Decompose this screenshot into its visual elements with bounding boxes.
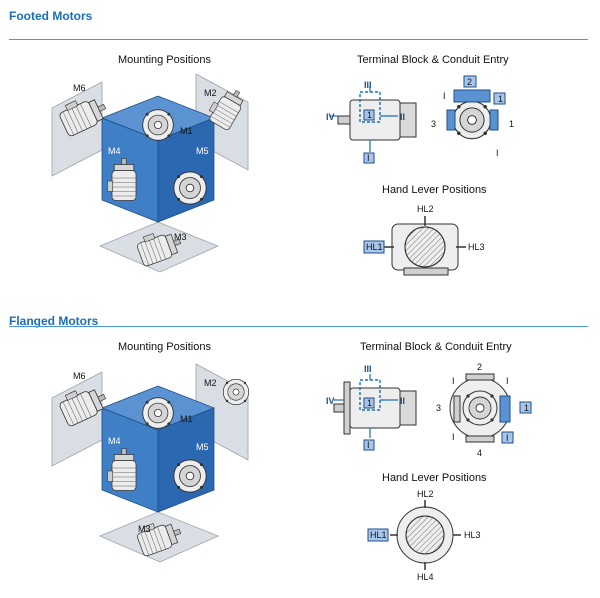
tag-one-right: 1 xyxy=(524,403,529,413)
footed-mounting-diagram: M6 M2 M1 M4 M5 M3 xyxy=(51,73,249,273)
flanged-lever-diagram: HL1 HL2 HL3 HL4 xyxy=(367,489,481,582)
label-m3: M3 xyxy=(174,232,187,242)
label-m6: M6 xyxy=(73,371,86,381)
motor-m2-icon xyxy=(222,378,250,406)
label-m1: M1 xyxy=(180,414,193,424)
footed-terminal-diagram: III IV II 1 I 2 1 3 1 I I xyxy=(326,75,514,164)
section-divider xyxy=(9,326,588,327)
mounting-heading: Mounting Positions xyxy=(118,341,211,353)
terminal-front-motor-icon xyxy=(462,390,498,426)
label-four: 4 xyxy=(477,448,482,458)
section-divider xyxy=(9,39,588,40)
label-hl2: HL2 xyxy=(417,204,434,214)
label-i-top: I xyxy=(452,376,455,386)
section-title-footed: Footed Motors xyxy=(9,9,93,23)
label-i-bottom: I xyxy=(452,432,455,442)
label-hl1: HL1 xyxy=(370,530,387,540)
label-m4: M4 xyxy=(108,436,121,446)
tag-i: I xyxy=(367,440,370,450)
label-three: 3 xyxy=(431,119,436,129)
label-m5: M5 xyxy=(196,442,209,452)
label-m5: M5 xyxy=(196,146,209,156)
label-iii: III xyxy=(364,364,372,374)
label-m3: M3 xyxy=(138,524,151,534)
label-ii: II xyxy=(400,112,405,122)
label-hl3: HL3 xyxy=(468,242,485,252)
label-m6: M6 xyxy=(73,83,86,93)
terminal-front-motor-icon xyxy=(452,100,492,140)
label-hl2: HL2 xyxy=(417,489,434,499)
label-m1: M1 xyxy=(180,126,193,136)
mounting-heading: Mounting Positions xyxy=(118,54,211,66)
label-hl1: HL1 xyxy=(366,242,383,252)
label-m2: M2 xyxy=(204,88,217,98)
tag-one: 1 xyxy=(367,398,372,408)
terminal-heading: Terminal Block & Conduit Entry xyxy=(360,341,512,353)
tag-one: 1 xyxy=(367,110,372,120)
label-one: 1 xyxy=(509,119,514,129)
label-i-topright: I xyxy=(506,376,509,386)
motor-m1-icon xyxy=(142,397,174,429)
label-i-top: I xyxy=(443,91,446,101)
flanged-mounting-diagram: M6 M2 M1 M4 M5 M3 xyxy=(51,363,250,563)
footed-lever-diagram: HL1 HL2 HL3 xyxy=(363,204,485,276)
tag-i-right: I xyxy=(506,433,509,443)
terminal-heading: Terminal Block & Conduit Entry xyxy=(357,54,509,66)
label-iv: IV xyxy=(326,396,335,406)
motor-m5-icon xyxy=(173,459,207,493)
tag-two: 2 xyxy=(467,77,472,87)
label-hl4: HL4 xyxy=(417,572,434,582)
tag-one-right: 1 xyxy=(498,94,503,104)
flanged-terminal-diagram: III IV II 1 I 1 I 2 3 4 I I I xyxy=(326,362,532,458)
label-iv: IV xyxy=(326,112,335,122)
label-three: 3 xyxy=(436,403,441,413)
section-title-flanged: Flanged Motors xyxy=(9,314,99,328)
label-m2: M2 xyxy=(204,378,217,388)
label-hl3: HL3 xyxy=(464,530,481,540)
label-two: 2 xyxy=(477,362,482,372)
lever-heading: Hand Lever Positions xyxy=(382,184,487,196)
motor-m5-icon xyxy=(173,171,207,205)
lever-heading: Hand Lever Positions xyxy=(382,472,487,484)
tag-i: I xyxy=(367,153,370,163)
motor-m1-icon xyxy=(142,109,174,141)
label-i-bottom: I xyxy=(496,148,499,158)
label-m4: M4 xyxy=(108,146,121,156)
label-iii: III xyxy=(364,80,372,90)
label-ii: II xyxy=(400,396,405,406)
